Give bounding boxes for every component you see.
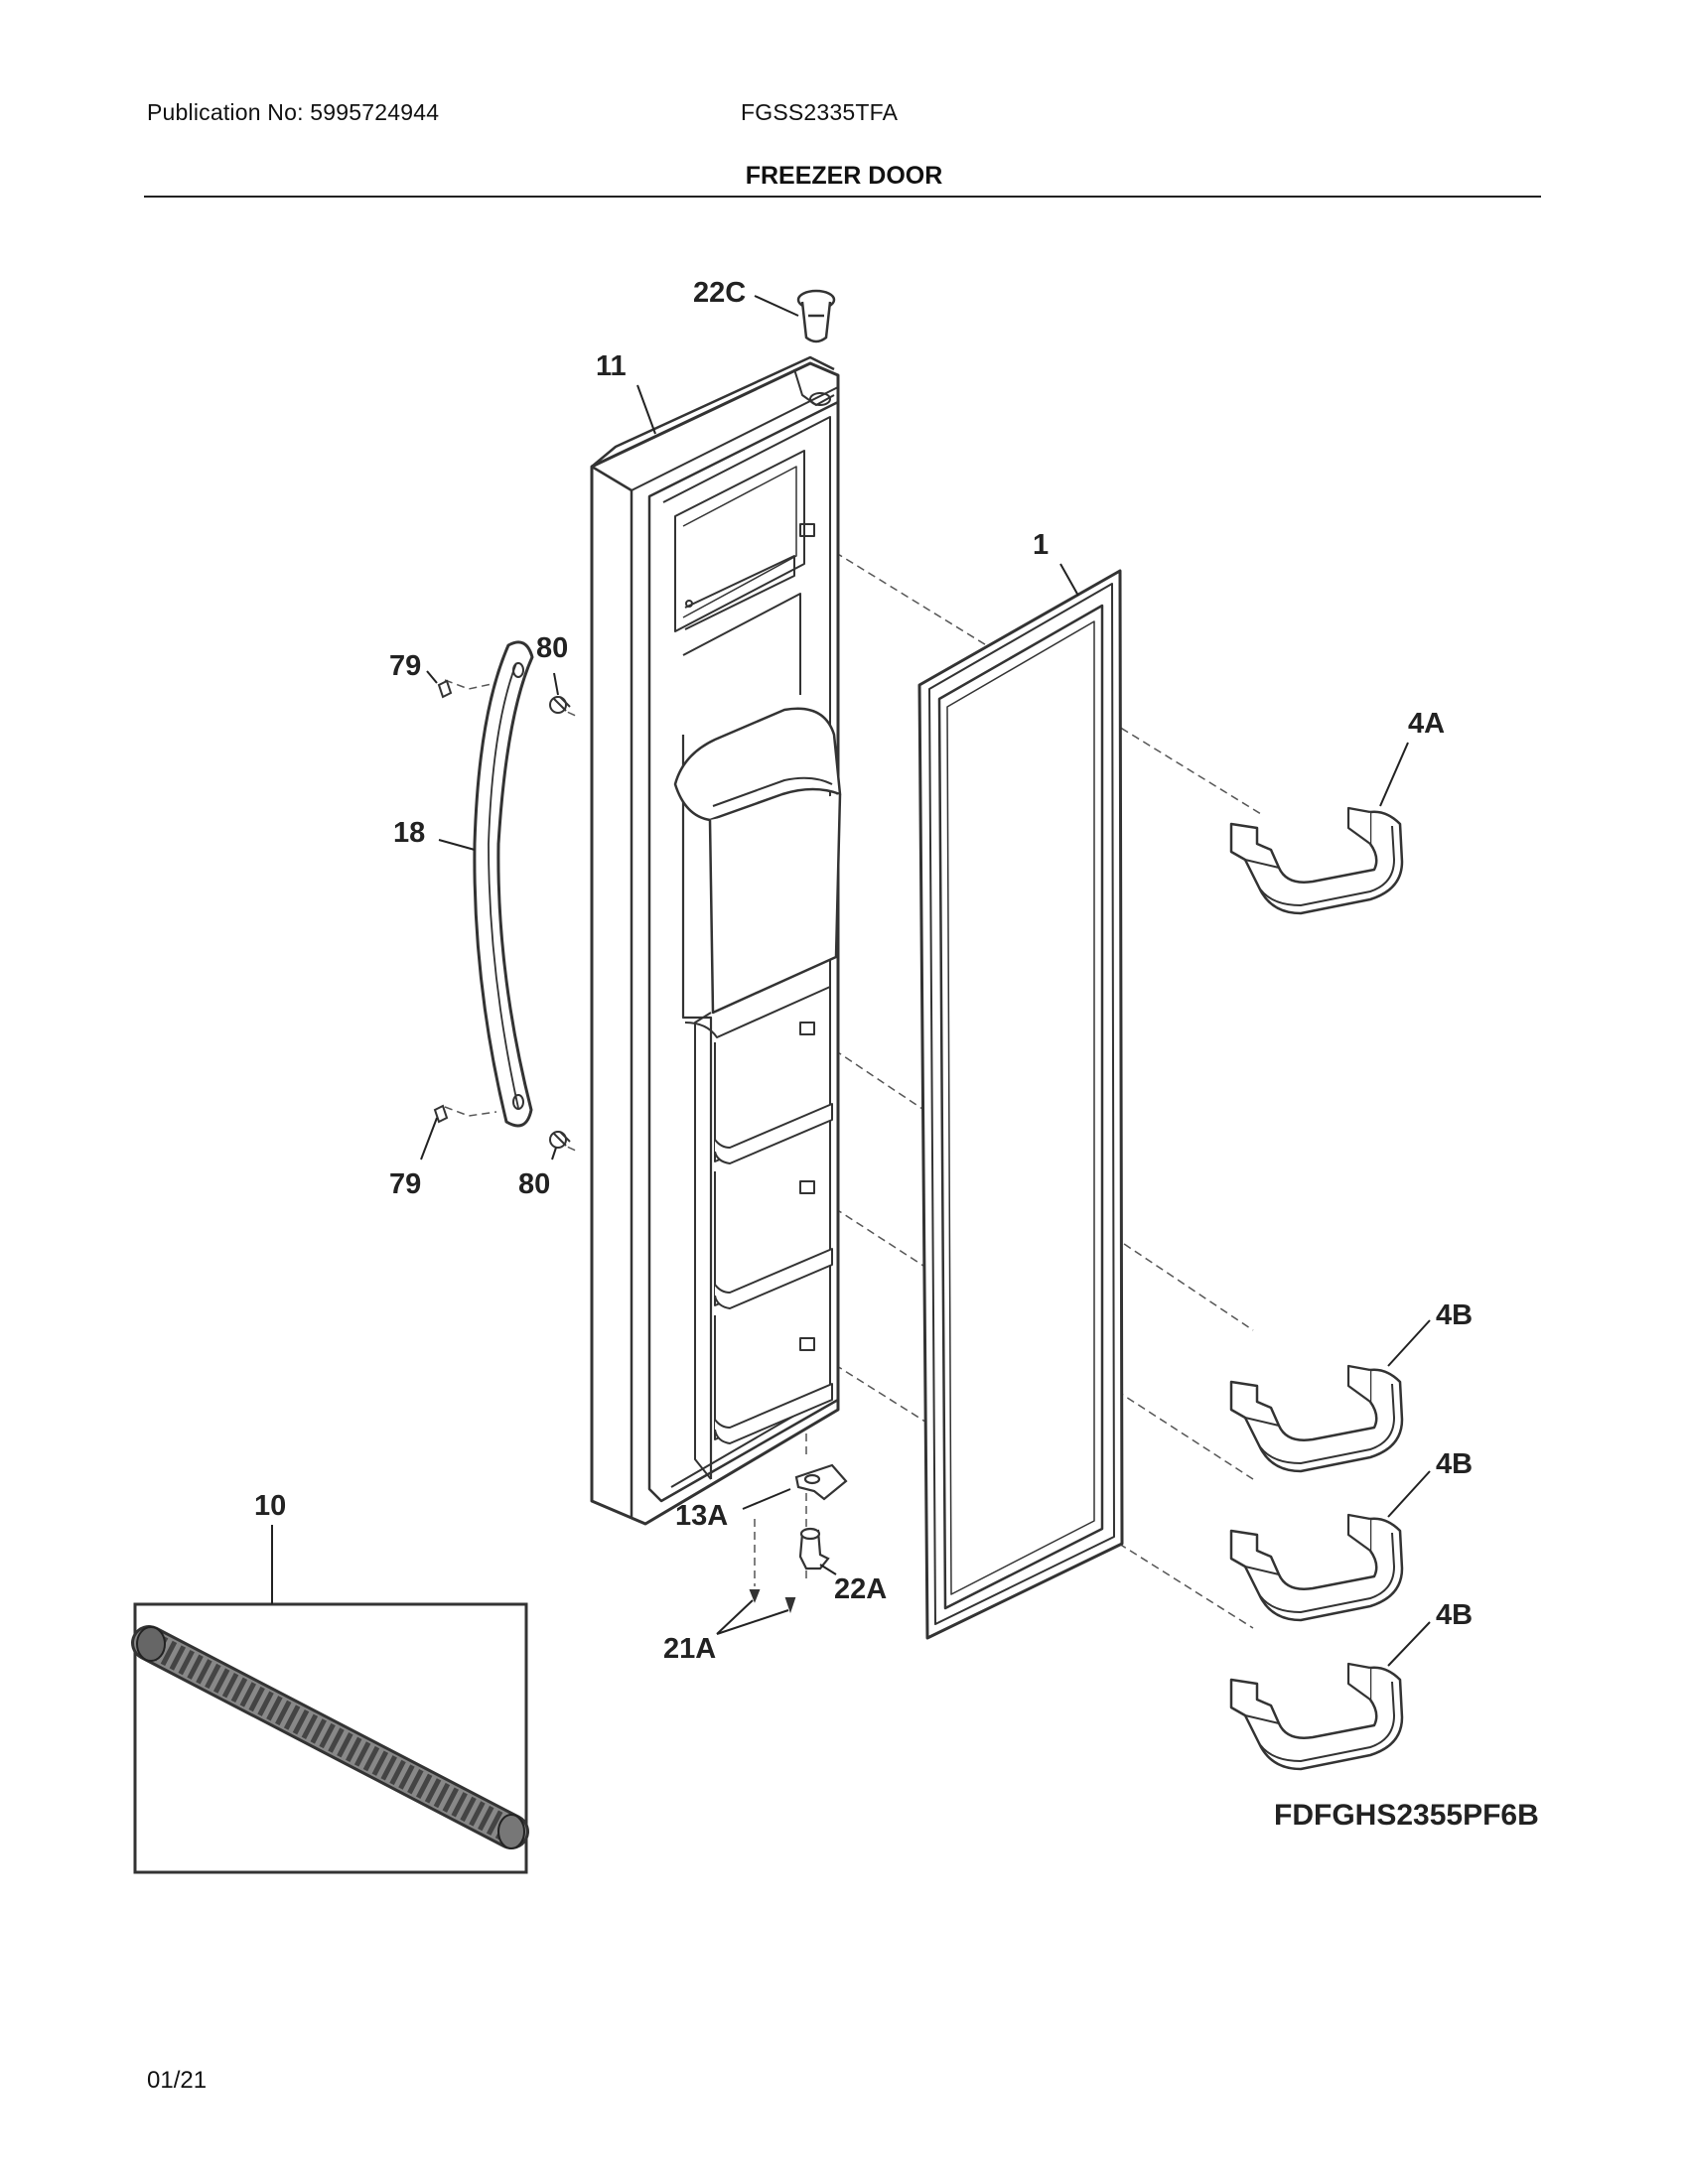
callout-4B-2: 4B	[1436, 1448, 1473, 1480]
callout-79-top: 79	[389, 650, 421, 682]
part-10-tube-box	[131, 1602, 529, 1874]
part-13A-hinge-plate	[794, 1463, 848, 1501]
part-4B-door-bin-2	[1229, 1513, 1404, 1622]
part-21A-screws	[749, 1589, 796, 1614]
callout-4A: 4A	[1408, 708, 1445, 740]
page-title: FREEZER DOOR	[745, 162, 943, 190]
part-4B-door-bin-3	[1229, 1662, 1404, 1771]
part-4B-door-bin-1	[1229, 1364, 1404, 1473]
diagram-reference-code: FDFGHS2355PF6B	[1274, 1799, 1539, 1832]
model-number: FGSS2335TFA	[741, 99, 899, 125]
callout-4B-3: 4B	[1436, 1599, 1473, 1631]
part-1-door-gasket	[917, 569, 1124, 1640]
callout-21A: 21A	[663, 1633, 716, 1665]
callout-4B-1: 4B	[1436, 1299, 1473, 1331]
callout-22C: 22C	[693, 277, 746, 309]
leader-lines	[271, 295, 1431, 1667]
part-4A-door-bin	[1229, 806, 1404, 915]
page-number: 01/21	[147, 2067, 208, 2094]
publication-number: Publication No: 5995724944	[147, 99, 440, 125]
callout-10: 10	[254, 1490, 286, 1522]
callout-1: 1	[1033, 529, 1049, 561]
part-79-80-screws	[433, 679, 571, 1149]
callout-18: 18	[393, 817, 425, 849]
part-11-freezer-door	[590, 355, 842, 1526]
callout-80-top: 80	[536, 632, 568, 664]
part-22C-top-hinge-bushing	[796, 289, 836, 343]
callout-13A: 13A	[675, 1500, 728, 1532]
part-18-door-handle	[473, 640, 534, 1128]
header-divider	[144, 196, 1541, 198]
callout-22A: 22A	[834, 1573, 887, 1605]
alignment-lines	[444, 531, 1262, 1629]
callout-11: 11	[596, 350, 627, 382]
part-22A-bottom-hinge-bushing	[798, 1527, 830, 1570]
callout-80-bottom: 80	[518, 1168, 550, 1200]
callout-79-bottom: 79	[389, 1168, 421, 1200]
